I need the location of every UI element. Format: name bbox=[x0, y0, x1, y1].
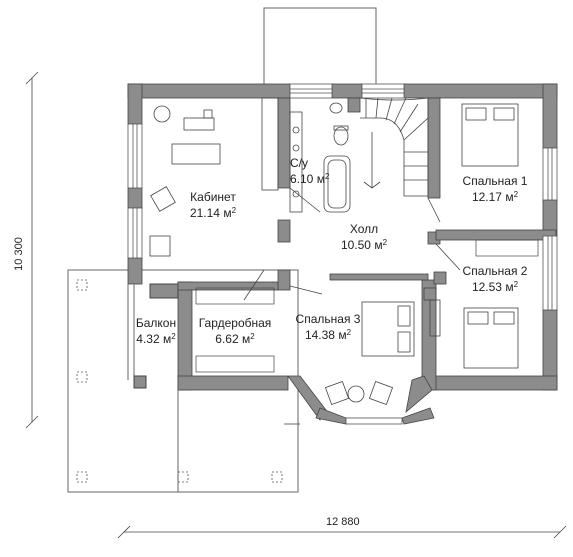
study-furniture bbox=[149, 97, 279, 301]
room-label-balcony: Балкон 4.32 м2 bbox=[128, 316, 184, 346]
room-label-wardrobe: Гардеробная 6.62 м2 bbox=[194, 316, 276, 346]
staircase bbox=[359, 97, 429, 197]
room-label-bedroom-1: Спальная 1 12.17 м2 bbox=[454, 174, 536, 204]
wardrobe-racks bbox=[195, 239, 539, 373]
windows bbox=[127, 83, 558, 425]
bedroom-furniture bbox=[324, 103, 519, 406]
bathroom-fixtures bbox=[289, 102, 351, 213]
exterior-walls bbox=[127, 83, 558, 425]
terrace-post-markers bbox=[76, 279, 283, 483]
room-name: Гардеробная bbox=[198, 316, 272, 330]
room-area: 12.53 м2 bbox=[471, 280, 519, 294]
room-area: 14.38 м2 bbox=[304, 328, 352, 342]
room-area: 4.32 м2 bbox=[136, 332, 176, 346]
dimension-width-label: 12 880 bbox=[326, 516, 360, 528]
room-area: 10.50 м2 bbox=[340, 238, 388, 252]
room-label-study: Кабинет 21.14 м2 bbox=[178, 190, 248, 220]
room-name: Спальная 3 bbox=[295, 312, 361, 326]
room-name: Спальная 2 bbox=[462, 264, 528, 278]
doors bbox=[289, 187, 461, 295]
room-label-hall: Холл 10.50 м2 bbox=[334, 222, 394, 252]
room-name: Балкон bbox=[135, 316, 177, 330]
room-label-bedroom-3: Спальная 3 14.38 м2 bbox=[288, 312, 368, 342]
room-name: Холл bbox=[349, 222, 379, 236]
dimension-height-label: 10 300 bbox=[13, 237, 25, 271]
dimension-lines bbox=[25, 71, 567, 539]
room-area: 6.62 м2 bbox=[215, 332, 255, 346]
room-name: Кабинет bbox=[190, 190, 236, 204]
balcony-rail bbox=[127, 283, 179, 389]
room-name: Спальная 1 bbox=[462, 174, 528, 188]
interior-walls bbox=[177, 97, 557, 291]
room-area: 6.10 м2 bbox=[290, 172, 330, 186]
room-label-bedroom-2: Спальная 2 12.53 м2 bbox=[454, 264, 536, 294]
room-name: С/у bbox=[290, 156, 308, 170]
room-label-wc: С/у 6.10 м2 bbox=[290, 156, 338, 186]
room-area: 12.17 м2 bbox=[471, 190, 519, 204]
room-area: 21.14 м2 bbox=[189, 206, 237, 220]
